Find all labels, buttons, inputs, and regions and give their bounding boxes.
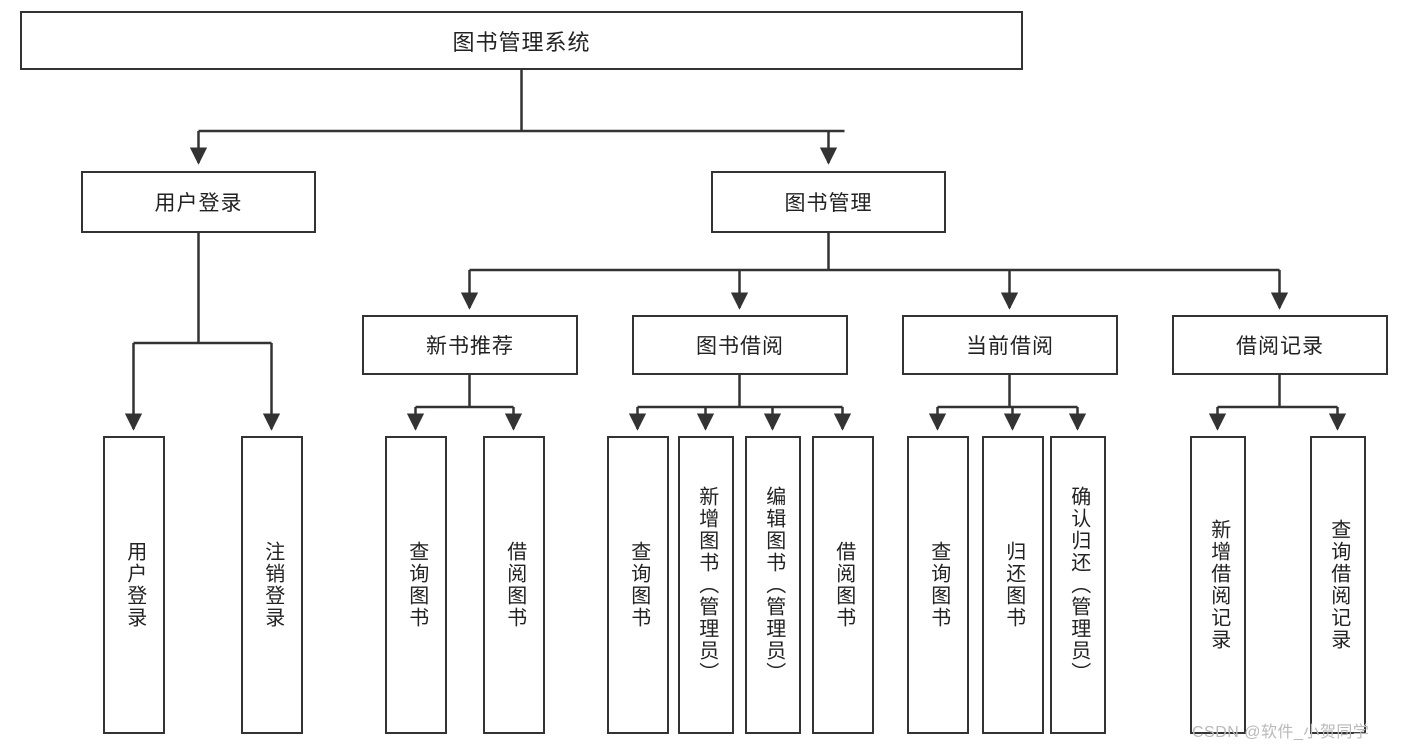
leaf-query-borrow-record-label: 查询借阅记录 [1327,519,1350,651]
node-new-book-recommend-label: 新书推荐 [426,335,514,358]
leaf-query-books-borrow[interactable]: 查询图书 [607,436,669,734]
node-borrow-records[interactable]: 借阅记录 [1172,315,1388,375]
leaf-query-books-current[interactable]: 查询图书 [907,436,969,734]
node-book-borrow-label: 图书借阅 [696,335,784,358]
leaf-borrow-books-recommend[interactable]: 借阅图书 [483,436,545,734]
leaf-lend-book-label: 借阅图书 [832,541,855,629]
leaf-logout-label: 注销登录 [261,541,284,629]
leaf-confirm-return-admin-label: 确认归还（管理员） [1067,486,1090,684]
leaf-edit-book-admin[interactable]: 编辑图书（管理员） [745,436,801,734]
leaf-return-book[interactable]: 归还图书 [982,436,1044,734]
node-current-borrow-label: 当前借阅 [966,335,1054,358]
leaf-query-books-borrow-label: 查询图书 [627,541,650,629]
leaf-query-borrow-record[interactable]: 查询借阅记录 [1310,436,1366,734]
node-current-borrow[interactable]: 当前借阅 [902,315,1118,375]
leaf-return-book-label: 归还图书 [1002,541,1025,629]
leaf-add-borrow-record-label: 新增借阅记录 [1207,519,1230,651]
leaf-edit-book-admin-label: 编辑图书（管理员） [762,486,785,684]
leaf-add-book-admin[interactable]: 新增图书（管理员） [678,436,734,734]
leaf-add-book-admin-label: 新增图书（管理员） [695,486,718,684]
leaf-query-books-recommend[interactable]: 查询图书 [385,436,447,734]
leaf-confirm-return-admin[interactable]: 确认归还（管理员） [1050,436,1106,734]
watermark: CSDN @软件_小贺同学 [1192,718,1369,742]
leaf-user-login-label: 用户登录 [123,541,146,629]
leaf-borrow-books-recommend-label: 借阅图书 [503,541,526,629]
leaf-lend-book[interactable]: 借阅图书 [812,436,874,734]
leaf-query-books-recommend-label: 查询图书 [405,541,428,629]
node-root[interactable]: 图书管理系统 [20,11,1023,70]
node-borrow-records-label: 借阅记录 [1236,335,1324,358]
node-user-login-label: 用户登录 [154,192,243,215]
leaf-user-login[interactable]: 用户登录 [103,436,165,734]
node-book-borrow[interactable]: 图书借阅 [632,315,848,375]
node-book-management[interactable]: 图书管理 [711,171,946,233]
watermark-text: CSDN @软件_小贺同学 [1192,724,1370,741]
node-user-login[interactable]: 用户登录 [81,171,316,233]
node-root-label: 图书管理系统 [452,29,591,55]
leaf-query-books-current-label: 查询图书 [927,541,950,629]
leaf-logout[interactable]: 注销登录 [241,436,303,734]
leaf-add-borrow-record[interactable]: 新增借阅记录 [1190,436,1246,734]
node-book-management-label: 图书管理 [784,192,873,215]
node-new-book-recommend[interactable]: 新书推荐 [362,315,578,375]
